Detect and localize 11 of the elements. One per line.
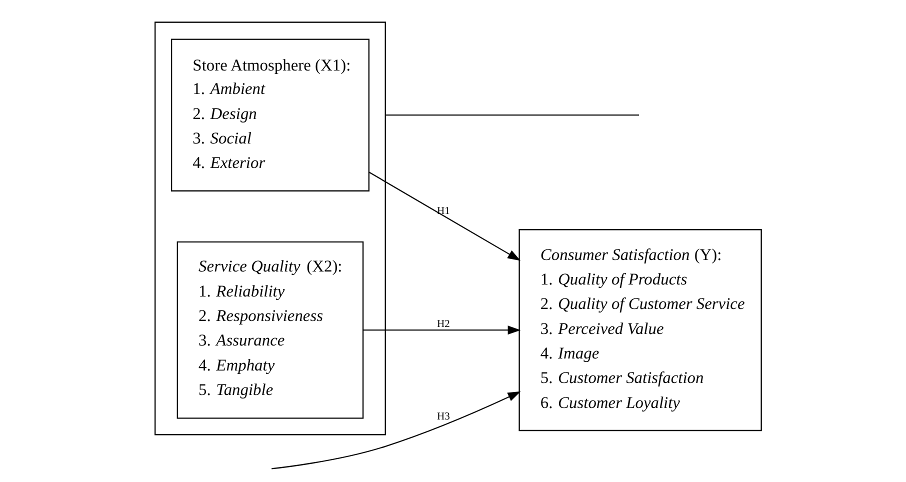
connector (384, 114, 638, 116)
cluster (154, 22, 386, 436)
edge-label: H2 (436, 318, 450, 330)
edge-label: H3 (436, 412, 450, 423)
node-box: Store Atmosphere (X1): 1. Ambient 2. Design 3. Social 4. Exterior (170, 38, 369, 192)
arrow (271, 391, 520, 470)
arrow (362, 326, 520, 335)
node-box: Service Quality (X2): 1. Reliability 2. Responsivieness 3. Assurance 4. Emphaty 5. Tangible (176, 241, 364, 419)
node-box: Consumer Satisfaction (Y): 1. Quality of Products 2. Quality of Customer Service 3. Perceived Value 4. Image 5. Customer Satisfaction 6. Customer Loyality (518, 229, 762, 432)
edge-label: H1 (436, 206, 450, 218)
arrow (368, 172, 520, 261)
